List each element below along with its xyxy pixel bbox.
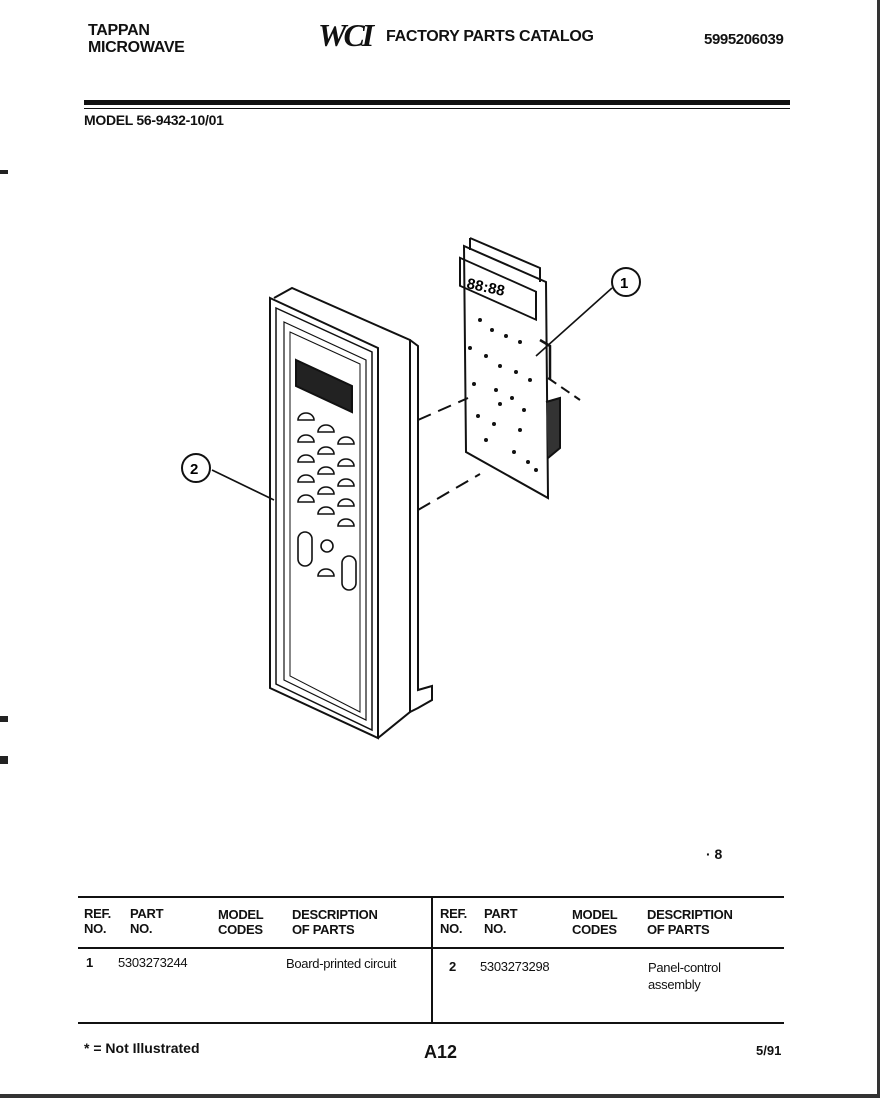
- board-display-digits: 88:88: [465, 275, 506, 300]
- scan-edge-mark: [0, 716, 8, 722]
- row1-description: Board-printed circuit: [286, 956, 397, 971]
- scan-edge-right: [877, 0, 880, 1098]
- header-rule-thin: [84, 108, 790, 109]
- callout-2: 2: [190, 461, 198, 478]
- keypad-buttons: [297, 412, 357, 591]
- scan-edge-mark: [0, 170, 8, 174]
- page-number: A12: [424, 1042, 458, 1062]
- panel-control-assembly-drawing: [269, 286, 433, 740]
- row1-part-number: 5303273244: [118, 955, 188, 970]
- scan-edge-mark: [0, 756, 8, 764]
- revision-date: 5/91: [756, 1043, 782, 1058]
- scan-edge-bottom: [0, 1094, 880, 1098]
- brand-block: TAPPAN MICROWAVE: [88, 22, 185, 56]
- col-ref-header-left: REF.NO.: [84, 906, 111, 936]
- wci-logo: WCI: [318, 17, 374, 53]
- model-number: MODEL 56-9432-10/01: [84, 112, 224, 128]
- row2-description: Panel-control assembly: [648, 960, 721, 992]
- catalog-number: 5995206039: [704, 31, 784, 48]
- table-divider: [431, 897, 433, 1023]
- printed-circuit-board-drawing: [459, 237, 561, 500]
- not-illustrated-note: * = Not Illustrated: [84, 1040, 200, 1056]
- exploded-parts-diagram: 88:88 1 2: [181, 237, 641, 740]
- row2-part-number: 5303273298: [480, 959, 550, 974]
- catalog-title: FACTORY PARTS CATALOG: [386, 28, 594, 45]
- brand-line1: TAPPAN: [88, 22, 150, 39]
- scan-marks: · 8: [706, 846, 723, 862]
- row1-ref: 1: [86, 955, 93, 970]
- row2-ref: 2: [449, 959, 456, 974]
- brand-line2: MICROWAVE: [88, 39, 185, 56]
- board-components: [468, 318, 538, 472]
- header-rule: [84, 100, 790, 105]
- callout-1: 1: [620, 275, 628, 292]
- table-rule-bottom: [78, 1022, 784, 1024]
- col-ref-header-right: REF.NO.: [440, 906, 467, 936]
